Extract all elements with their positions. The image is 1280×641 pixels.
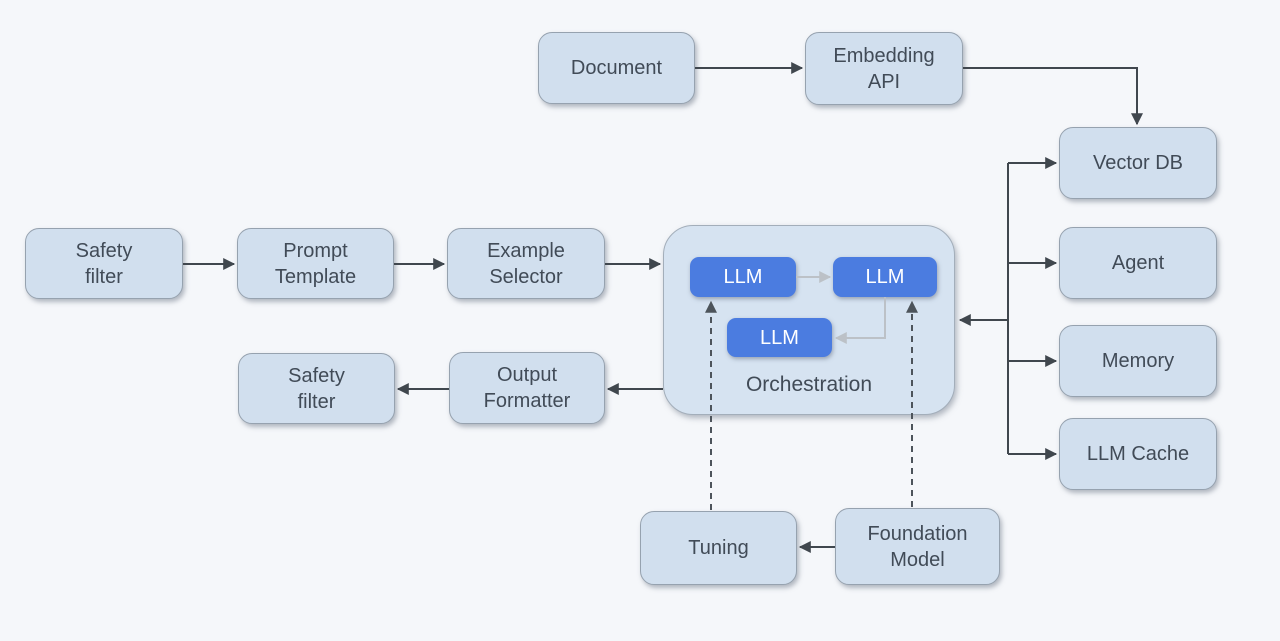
node-llm-cache: LLM Cache [1059, 418, 1217, 490]
vector-db-label: Vector DB [1092, 152, 1184, 174]
node-document: Document [538, 32, 695, 104]
node-tuning: Tuning [640, 511, 797, 585]
tuning-label: Tuning [688, 537, 749, 559]
arrow-embedding-api-to-vector-db [963, 67, 1143, 126]
node-prompt-template: Prompt Template [237, 228, 394, 299]
node-llm-2: LLM [833, 257, 937, 297]
node-foundation-model: Foundation Model [835, 508, 1000, 585]
llm-2-label: LLM [865, 266, 905, 288]
llm-cache-label: LLM Cache [1086, 443, 1190, 465]
node-embedding-api: Embedding API [805, 32, 963, 105]
embedding-api-label: Embedding API [833, 44, 935, 93]
safety-filter-output-label: Safety filter [288, 364, 345, 413]
llm-3-label: LLM [760, 326, 799, 349]
node-example-selector: Example Selector [447, 228, 605, 299]
orchestration-label: Orchestration [745, 372, 873, 396]
prompt-template-label: Prompt Template [274, 239, 357, 288]
llm-1-label: LLM [723, 266, 763, 288]
output-formatter-label: Output Formatter [483, 364, 571, 412]
document-label: Document [570, 57, 663, 79]
node-llm-1: LLM [690, 257, 796, 297]
node-safety-filter-output: Safety filter [238, 353, 395, 424]
node-memory: Memory [1059, 325, 1217, 397]
agent-label: Agent [1111, 252, 1165, 274]
node-vector-db: Vector DB [1059, 127, 1217, 199]
memory-label: Memory [1101, 350, 1175, 372]
node-output-formatter: Output Formatter [449, 352, 605, 424]
node-llm-3: LLM [727, 318, 832, 357]
safety-filter-input-label: Safety filter [75, 239, 133, 288]
node-agent: Agent [1059, 227, 1217, 299]
node-safety-filter-input: Safety filter [25, 228, 183, 299]
foundation-model-label: Foundation Model [867, 522, 968, 571]
example-selector-label: Example Selector [487, 239, 565, 288]
